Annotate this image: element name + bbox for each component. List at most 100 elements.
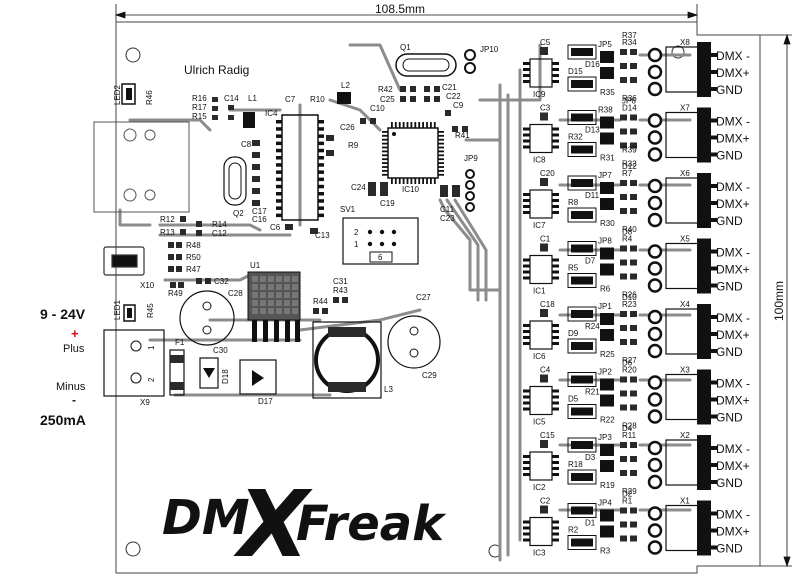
c29-label: C29	[422, 371, 437, 380]
transceiver-pin	[523, 395, 530, 399]
transceiver-pin	[552, 407, 559, 411]
jumper-pad	[600, 394, 614, 407]
resistor-pad	[630, 535, 637, 542]
resistor-pad	[630, 194, 637, 200]
transceiver-pin	[552, 467, 559, 470]
mini-usb-outline	[103, 246, 145, 276]
connector-pin-label: DMX+	[716, 66, 750, 80]
transceiver-pin	[552, 127, 559, 131]
ic10-pin	[410, 178, 413, 184]
capacitor-pad	[540, 505, 548, 514]
c21-label: C21	[442, 83, 457, 92]
sv1-header	[342, 217, 419, 265]
ic10-pin	[398, 122, 401, 128]
connector-pin	[711, 135, 717, 140]
transceiver-body	[529, 385, 553, 416]
jumper-pad	[600, 116, 614, 129]
connector-label: X2	[680, 431, 690, 440]
c12-label: C12	[212, 229, 227, 238]
transceiver-pin	[523, 473, 530, 476]
transceiver-pin	[552, 520, 559, 524]
u1-thermal-pad	[252, 300, 258, 306]
connector-pin-pad	[647, 474, 663, 490]
ic10-pin	[382, 131, 388, 133]
connector-pin-label: DMX+	[716, 459, 750, 473]
sv1-label: SV1	[340, 205, 356, 214]
transceiver-pin	[523, 264, 530, 268]
connector-pin-pad	[647, 212, 663, 228]
logo-dm: DM	[162, 490, 250, 546]
resistor-pad	[630, 273, 637, 280]
transceiver-pin	[552, 205, 559, 208]
ic4-pin	[318, 163, 324, 167]
designator-jp7: JP7	[598, 171, 612, 180]
u1-thermal-pad	[276, 276, 282, 282]
l3-coil	[314, 327, 380, 393]
resistor-pad	[620, 63, 627, 69]
u1-thermal-pad	[284, 284, 290, 290]
connector-pin	[711, 218, 717, 222]
designator-r21: R21	[585, 388, 600, 397]
ic4-pin	[276, 192, 282, 196]
resistor-pad	[630, 470, 637, 476]
ic4-pins	[276, 120, 324, 218]
transceiver-body	[529, 123, 553, 154]
jumper-pad	[600, 378, 614, 391]
designator-jp3: JP3	[598, 433, 612, 442]
ic10-pin	[382, 173, 388, 176]
l1-label: L1	[248, 94, 257, 103]
diode-package	[567, 273, 597, 288]
r12-label: R12	[160, 215, 175, 224]
connector-pin-label: DMX -	[716, 311, 750, 325]
r15-label: R15	[192, 112, 207, 121]
ic10-pin	[382, 146, 388, 149]
designator-r36: R36	[622, 94, 637, 103]
transceiver-pin	[523, 324, 530, 327]
transceiver-body	[529, 451, 553, 481]
designator-r18: R18	[568, 460, 583, 469]
u1-thermal-pad	[252, 292, 258, 298]
diode-package	[567, 469, 597, 485]
connector-outline	[665, 177, 701, 224]
designator-r34: R34	[622, 38, 637, 47]
capacitor-pad	[540, 47, 548, 55]
resistor-pad	[620, 404, 627, 411]
ic4-pin	[318, 134, 324, 138]
u1-label: U1	[250, 261, 261, 270]
ic10-pin1-marker	[392, 132, 396, 136]
transceiver-body	[529, 58, 553, 88]
u1-thermal-pad	[276, 300, 282, 306]
diode-body	[571, 441, 593, 449]
designator-r22: R22	[600, 416, 615, 425]
connector-pin	[711, 446, 717, 450]
jumper-pad	[600, 51, 614, 63]
resistor-pad	[620, 245, 627, 252]
diode-package	[567, 110, 597, 125]
connector-pin	[711, 414, 717, 419]
designator-r20: R20	[622, 366, 637, 375]
dmxfreak-logo: DM X Freak	[162, 471, 447, 577]
designator-c5: C5	[540, 38, 551, 47]
designator-d4: D4	[622, 424, 633, 433]
resistor-pad	[620, 128, 627, 135]
capacitor-pad	[540, 309, 548, 317]
usb-area-pads	[168, 242, 211, 288]
r47-label: R47	[186, 265, 201, 274]
c32-label: C32	[214, 277, 229, 286]
ic10-pin	[438, 166, 444, 168]
ic4-pin	[318, 170, 324, 174]
sv1-pin1-label: 1	[354, 240, 359, 249]
c28-pad-b	[202, 325, 212, 335]
ic4-pin	[318, 206, 324, 210]
u1-thermal-pad	[260, 292, 266, 298]
f1-pad-bottom	[170, 382, 184, 390]
jumper-pad	[600, 182, 614, 194]
resistor-pad	[630, 404, 637, 411]
ic10-pin	[406, 122, 409, 128]
connector-pin-pad	[647, 278, 663, 293]
transceiver-pin	[552, 270, 559, 274]
ic10-pin	[406, 178, 409, 184]
connector-pin-label: GND	[716, 149, 743, 163]
